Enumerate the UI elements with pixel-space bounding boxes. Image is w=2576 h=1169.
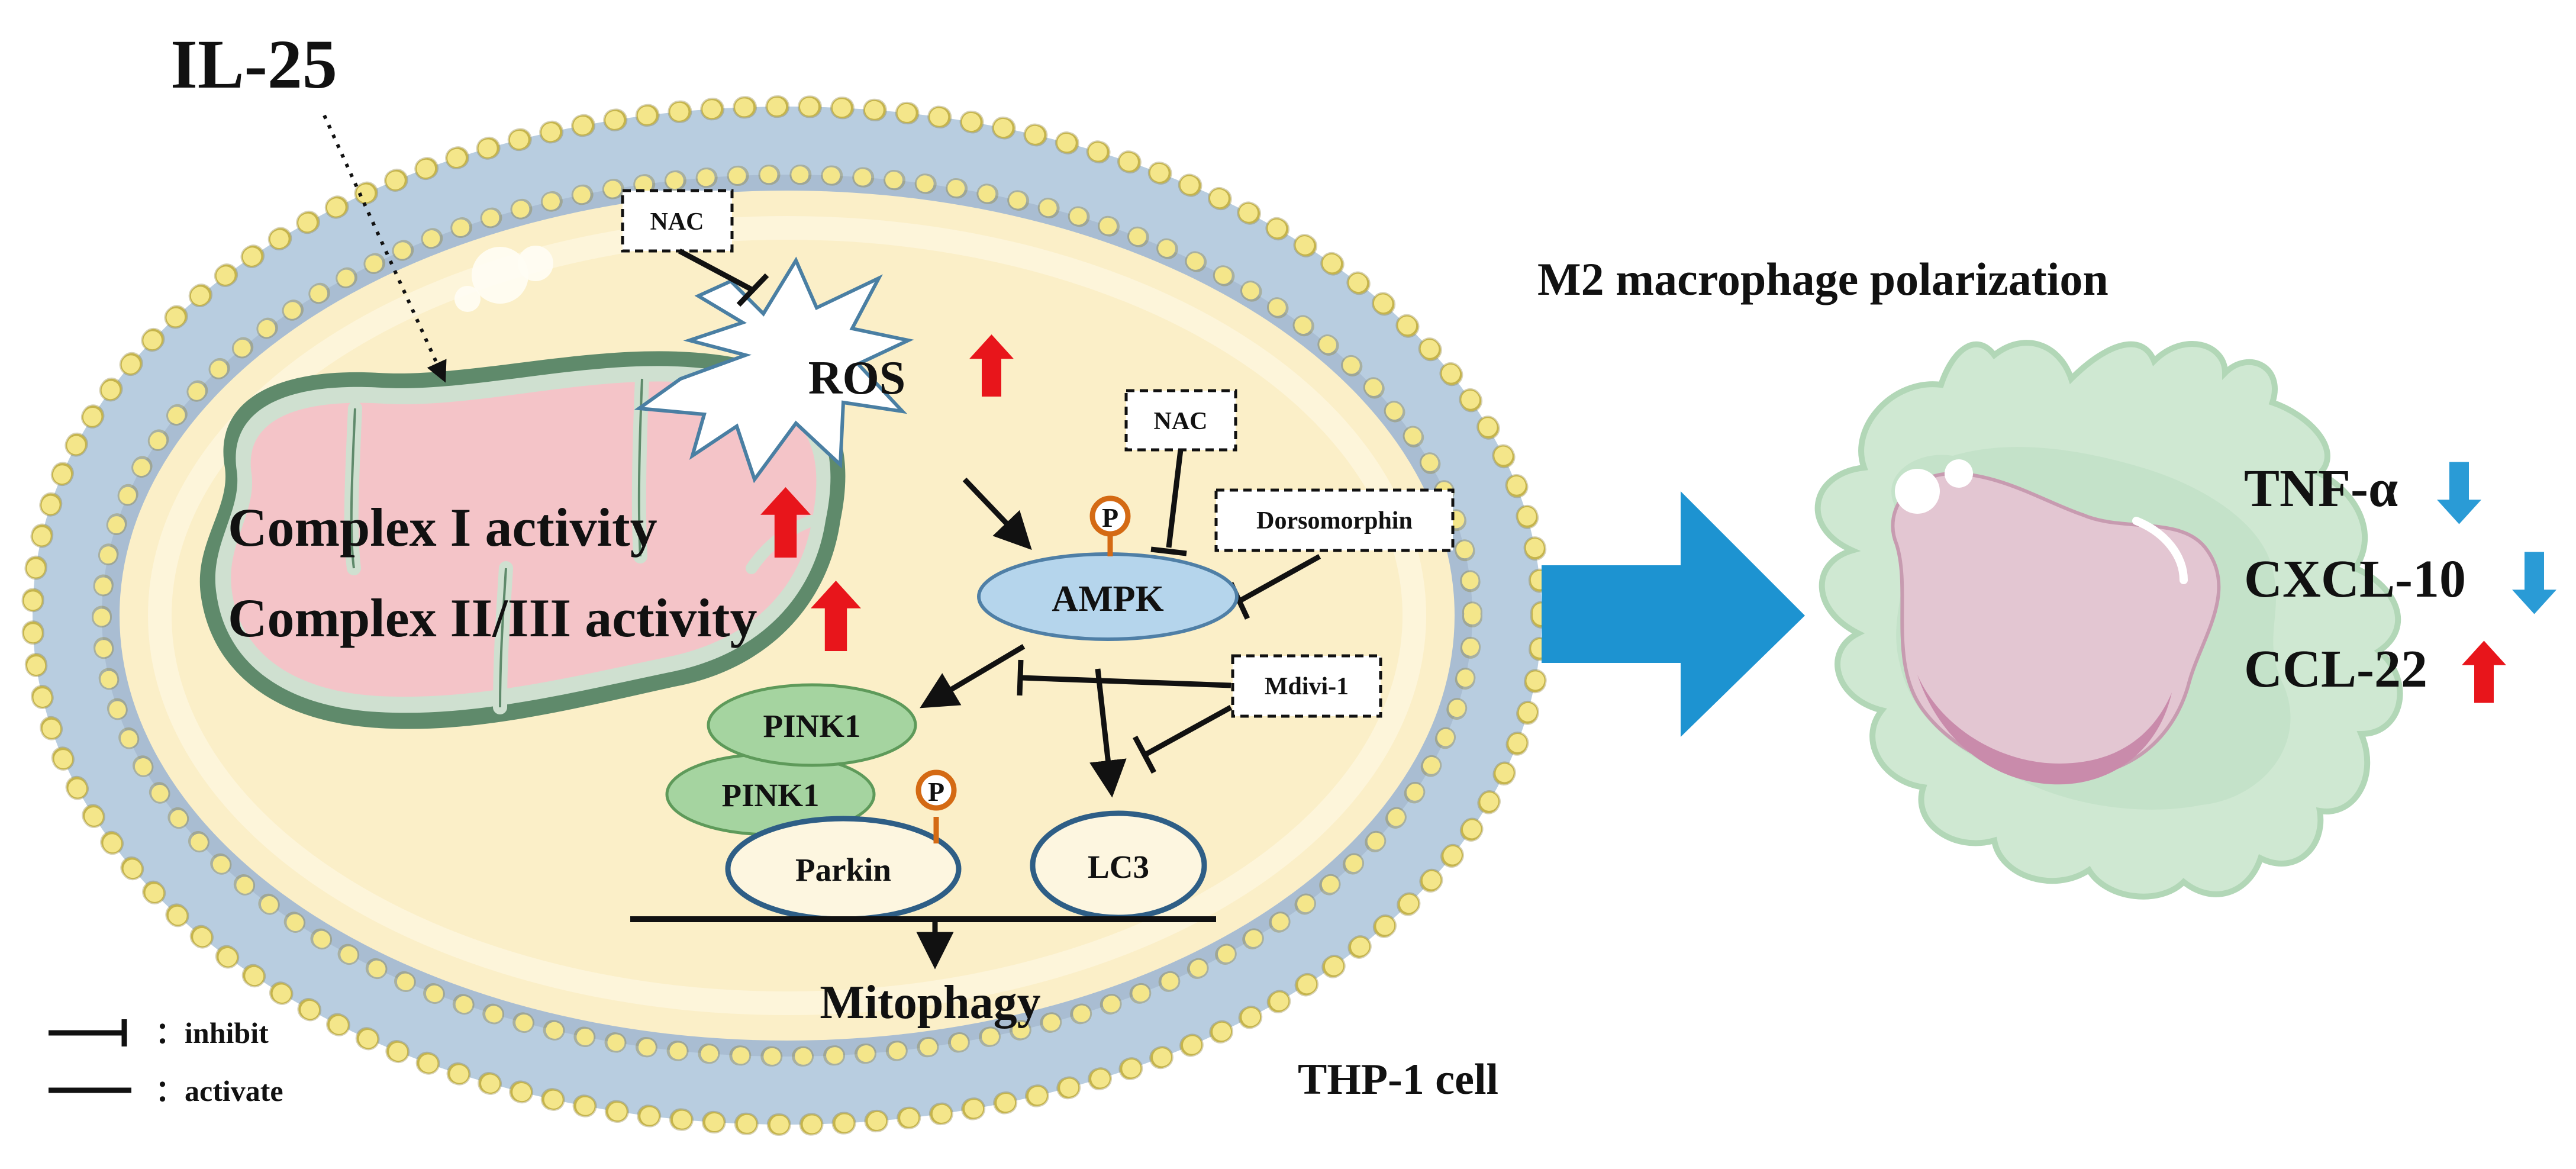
nac-ros-inhibit-line xyxy=(678,249,755,292)
complex-ii-iii-label: Complex II/III activity xyxy=(228,588,757,648)
marker-ccl-22-up-arrow xyxy=(2462,640,2506,703)
legend: ：inhibit ：activate xyxy=(49,1016,283,1107)
parkin-label: Parkin xyxy=(795,852,891,888)
marker-cxcl-10-label: CXCL-10 xyxy=(2244,550,2466,608)
ampk-phospho-label: P xyxy=(1102,503,1118,533)
parkin-phospho-label: P xyxy=(928,777,944,807)
nac-ampk-inhibit-line xyxy=(1166,449,1184,548)
mdivi-lc3-inhibit-bar xyxy=(1133,735,1156,774)
dorsomorphin-box xyxy=(1214,488,1455,552)
marker-tnf-alpha-down-arrow xyxy=(2437,462,2481,524)
complex-i-label: Complex I activity xyxy=(228,497,657,558)
pink1-upper-node xyxy=(707,683,917,767)
nac-label-top: NAC xyxy=(650,208,704,236)
marker-tnf-alpha-label: TNF-α xyxy=(2244,459,2398,518)
mitochondrion xyxy=(199,351,846,729)
ros-label: ROS xyxy=(808,352,906,404)
m2-polarization-title: M2 macrophage polarization xyxy=(1537,253,2108,305)
legend-activate-label: ：activate xyxy=(155,1074,283,1107)
marker-cxcl-10-down-arrow xyxy=(2512,552,2556,614)
ampk-to-lc3-arrow xyxy=(1089,668,1127,798)
ampk-label: AMPK xyxy=(1052,579,1163,619)
nac-box-top xyxy=(621,189,734,253)
pink1-upper-label: PINK1 xyxy=(763,708,861,744)
parkin-phospho-circle xyxy=(915,769,957,811)
mdivi-1-box xyxy=(1231,654,1382,718)
dorsomorphin-label: Dorsomorphin xyxy=(1256,507,1413,534)
thp-1-cell-label: THP-1 cell xyxy=(1298,1055,1498,1104)
ampk-to-pink1-arrow xyxy=(920,644,1026,709)
mdivi-pink1-inhibit-bar xyxy=(1017,659,1024,696)
nac-label-right: NAC xyxy=(1154,408,1208,435)
nac-ros-inhibit-bar xyxy=(736,273,769,307)
dorsomorphin-inhibit-line xyxy=(1238,554,1321,603)
mdivi-1-label: Mdivi-1 xyxy=(1265,673,1349,700)
ros-starburst xyxy=(634,256,914,484)
ampk-phospho-circle xyxy=(1089,495,1131,537)
pink1-lower-label: PINK1 xyxy=(722,777,820,813)
m2-macrophage xyxy=(1814,340,2403,900)
mitophagy-label: Mitophagy xyxy=(820,977,1040,1029)
nac-ampk-inhibit-bar xyxy=(1150,546,1187,556)
lc3-label: LC3 xyxy=(1088,849,1149,885)
il-25-label: IL-25 xyxy=(170,25,337,103)
polarization-arrow xyxy=(1542,491,1805,737)
nac-box-right xyxy=(1124,389,1237,452)
mdivi-pink1-inhibit-line xyxy=(1020,675,1231,688)
marker-ccl-22-label: CCL-22 xyxy=(2244,640,2427,698)
mdivi-lc3-inhibit-line xyxy=(1143,705,1233,757)
legend-inhibit-label: ：inhibit xyxy=(155,1016,269,1049)
ros-to-ampk-arrow xyxy=(962,477,1032,550)
